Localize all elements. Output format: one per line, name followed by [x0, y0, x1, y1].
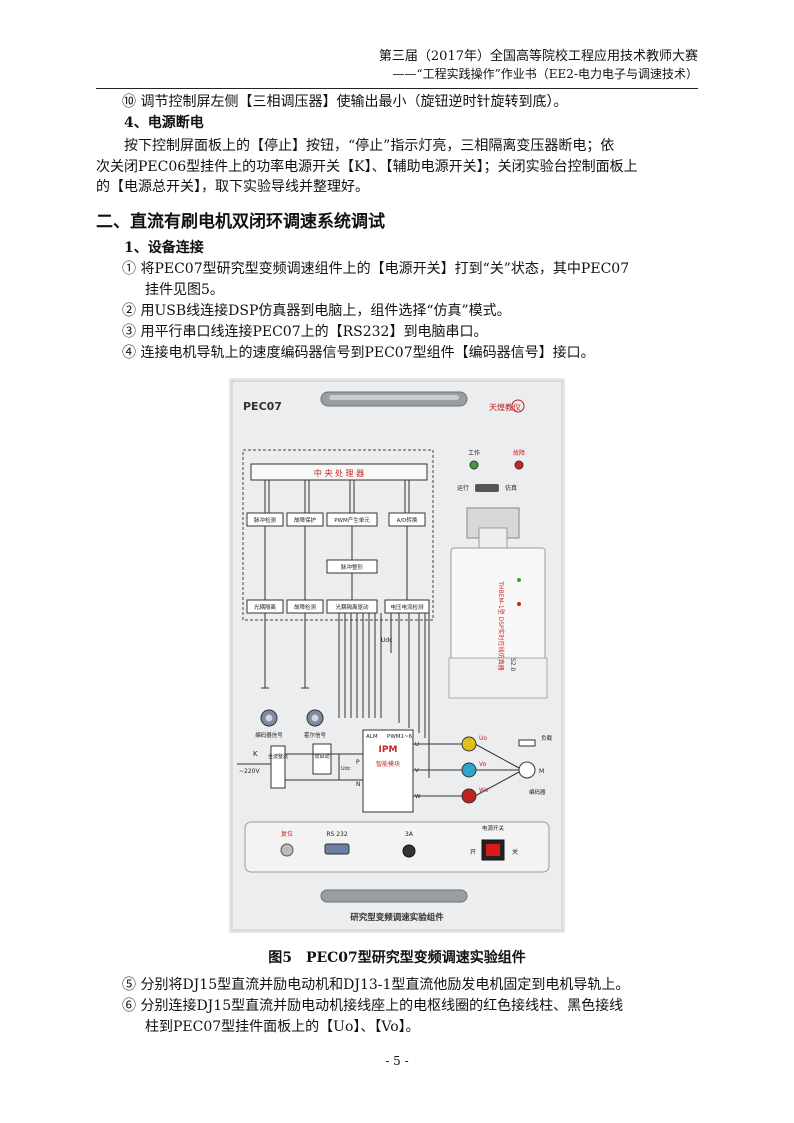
para-power-off-2: 次关闭PEC06型挂件上的功率电源开关【K】、【辅助电源开关】；关闭实验台控制面…: [96, 159, 638, 175]
work-led: [469, 460, 479, 470]
para-power-off-1: 按下控制屏面板上的【停止】按钮，“停止”指示灯亮，三相隔离变压器断电；依: [124, 138, 615, 154]
figure-caption: 图5 PEC07型研究型变频调速实验组件: [268, 950, 526, 966]
switch-sim-label: 仿真: [505, 484, 517, 492]
w-label: W: [415, 794, 421, 800]
u-label: U: [415, 742, 419, 748]
jtag-connector: [466, 507, 520, 539]
step-5: ⑤ 分别将DJ15型直流并励电动机和DJ13-1型直流他励发电机固定到电机导轨上…: [122, 977, 630, 993]
ipm-block: [362, 729, 414, 813]
ipm-label: IPM: [379, 745, 398, 755]
off-label: 关: [512, 848, 518, 856]
alm-label: ALM: [366, 734, 378, 740]
logo-icon: [511, 399, 525, 413]
work-led-label: 工作: [468, 449, 480, 457]
uo-label: Uo: [479, 735, 487, 742]
header-subtitle: ——“工程实践操作”作业书（EE2-电力电子与调速技术）: [392, 67, 698, 81]
block-pulse-shape-label: 脉冲整形: [341, 563, 364, 571]
power-switch-label: 电源开关: [482, 824, 505, 832]
block-opto-label: 光耦隔离: [254, 603, 277, 611]
pwm-label: PWM1~6: [387, 734, 413, 740]
block-pulse-detect-label: 脉冲检测: [254, 516, 277, 524]
encoder-signal-label: 编码器信号: [255, 731, 283, 739]
step-4: ④ 连接电机导轨上的速度编码器信号到PEC07型组件【编码器信号】接口。: [122, 345, 595, 361]
subheading-connect: 1、设备连接: [124, 240, 204, 256]
block-fault-protect-label: 故障保护: [294, 516, 317, 524]
step-1-line2: 挂件见图5。: [145, 282, 224, 298]
switch-run-label: 运行: [457, 484, 469, 492]
header-rule: [96, 88, 698, 89]
panel-title: PEC07: [243, 400, 282, 413]
signal-lines: [261, 480, 430, 778]
emulator-label: THBEM-1型 DSP实时在线仿真器: [497, 580, 505, 670]
block-fault-detect-label: 故障检测: [294, 603, 317, 611]
hall-signal-label: 霍尔信号: [304, 731, 327, 739]
v-label: V: [415, 768, 419, 774]
rs232-label: RS 232: [326, 831, 348, 838]
emulator-model: S2.0: [509, 658, 516, 672]
rectifier-block: [270, 745, 286, 789]
logo-text: 天煌教仪: [489, 402, 521, 412]
p-label: P: [356, 759, 360, 766]
step-3: ③ 用平行串口线连接PEC07上的【RS232】到电脑串口。: [122, 324, 488, 340]
rs232-port[interactable]: [324, 843, 350, 855]
bottom-handle: [320, 889, 468, 903]
step-1-line1: ① 将PEC07型研究型变频调速组件上的【电源开关】打到“关”状态，其中PEC0…: [122, 261, 630, 277]
rectifier-label: 全波整流: [268, 753, 288, 760]
step-6-line2: 柱到PEC07型挂件面板上的【Uo】、【Vo】。: [145, 1019, 420, 1035]
block-volt-detect-label: 电压电流检测: [390, 603, 424, 611]
cpu-area: [242, 449, 434, 621]
wo-terminal[interactable]: [461, 788, 477, 804]
block-pwm-gen-label: PWM产生单元: [334, 516, 370, 524]
wo-label: Wo: [479, 787, 489, 794]
step-6-line1: ⑥ 分别连接DJ15型直流并励电动机接线座上的电枢线圈的红色接线柱、黑色接线: [122, 998, 624, 1014]
pec07-panel-figure: PEC07 天煌教仪 中 央 处 理 器 脉冲检测 故障保护 PWM产生单元 A…: [229, 378, 565, 933]
fuse-holder: [402, 844, 416, 858]
block-opto-drive-label: 光耦隔离驱动: [335, 603, 369, 611]
on-label: 开: [470, 849, 476, 856]
n-label: N: [356, 781, 361, 788]
section-title: 二、直流有刷电机双闭环调速系统调试: [96, 212, 385, 232]
reset-label: 复位: [281, 830, 293, 838]
udc-label: Udc: [381, 637, 393, 644]
fault-led: [514, 460, 524, 470]
ac-in-label: ~220V: [239, 768, 260, 775]
load-label: 负载: [541, 734, 553, 742]
para-power-off-3: 的【电源总开关】，取下实验导线并整理好。: [96, 179, 369, 195]
header-title: 第三届（2017年）全国高等院校工程应用技术教师大赛: [378, 49, 698, 64]
reset-button[interactable]: [280, 843, 294, 857]
motor-label: M: [539, 768, 544, 775]
cpu-label: 中 央 处 理 器: [314, 468, 364, 478]
soft-start-label: 软启动: [314, 753, 329, 760]
fault-led-label: 故障: [513, 449, 525, 457]
mode-switch[interactable]: [475, 484, 499, 492]
step-10: ⑩ 调节控制屏左侧【三相调压器】使输出最小（旋钮逆时针旋转到底）。: [122, 94, 568, 110]
ipm-sub-label: 智能模块: [376, 760, 400, 768]
svg-text:Udc: Udc: [341, 766, 351, 772]
vo-terminal[interactable]: [461, 762, 477, 778]
soft-start-block: [312, 743, 332, 775]
vo-label: Vo: [479, 761, 487, 768]
encoder-label: 编码器: [529, 788, 546, 796]
heading-power-off: 4、电源断电: [124, 115, 204, 131]
k-label: K: [253, 750, 258, 758]
control-strip: [244, 821, 550, 873]
panel-bottom-label: 研究型变频调速实验组件: [350, 912, 444, 923]
cpu-block: [250, 463, 428, 481]
fuse-label: 3A: [405, 831, 414, 838]
uo-terminal[interactable]: [461, 736, 477, 752]
page-number: - 5 -: [385, 1054, 409, 1068]
motor-symbol: [518, 761, 536, 779]
block-ad-label: A/D转换: [397, 516, 418, 524]
step-2: ② 用USB线连接DSP仿真器到电脑上，组件选择“仿真”模式。: [122, 303, 511, 319]
